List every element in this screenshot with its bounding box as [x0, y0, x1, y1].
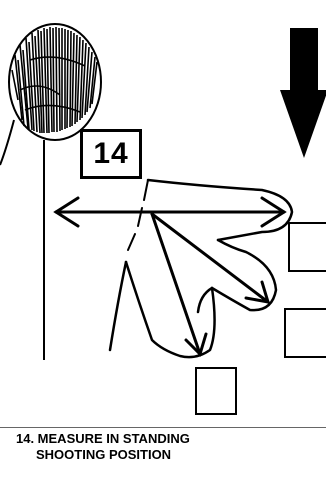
arm-outlines: [108, 178, 294, 359]
answer-box-diagonal[interactable]: [284, 308, 326, 358]
down-arrow-icon: [280, 28, 326, 158]
answer-box-horizontal[interactable]: [288, 222, 326, 272]
caption-line-2: SHOOTING POSITION: [36, 447, 172, 462]
measurement-figure: [0, 23, 326, 360]
figure-caption: 14. MEASURE IN STANDING SHOOTING POSITIO…: [16, 431, 316, 463]
caption-line-1: 14. MEASURE IN STANDING: [16, 431, 190, 446]
callout-number-box: 14: [80, 129, 142, 179]
measurement-arrow-icon: [53, 196, 287, 357]
answer-box-down[interactable]: [195, 367, 237, 415]
head-hair-icon: [0, 23, 102, 166]
callout-number-label: 14: [93, 137, 129, 170]
caption-divider: [0, 427, 326, 428]
